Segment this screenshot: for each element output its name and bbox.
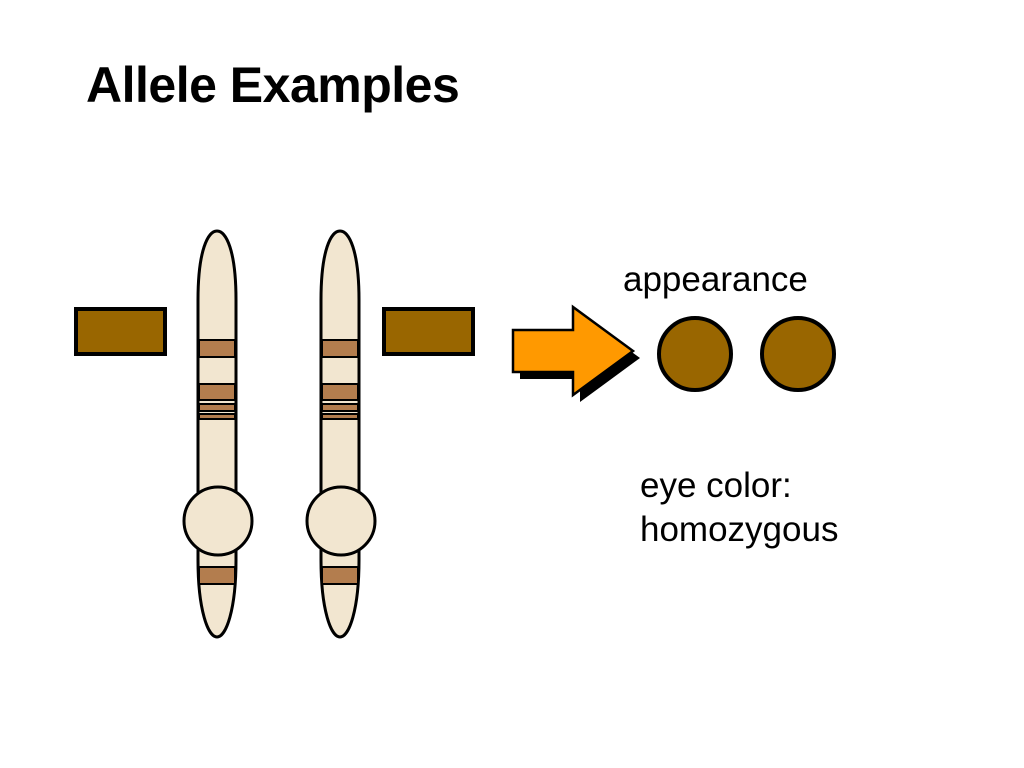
eye-icon <box>760 316 836 392</box>
chromosome-icon <box>182 229 254 639</box>
arrow-icon <box>511 304 640 402</box>
appearance-label: appearance <box>623 260 808 299</box>
slide-title: Allele Examples <box>86 57 460 113</box>
chromosome-icon <box>305 229 377 639</box>
zygosity-label: homozygous <box>640 510 839 549</box>
trait-label: eye color: <box>640 466 792 505</box>
right-allele-block <box>382 307 475 356</box>
eye-icon <box>657 316 733 392</box>
left-allele-block <box>74 307 167 356</box>
